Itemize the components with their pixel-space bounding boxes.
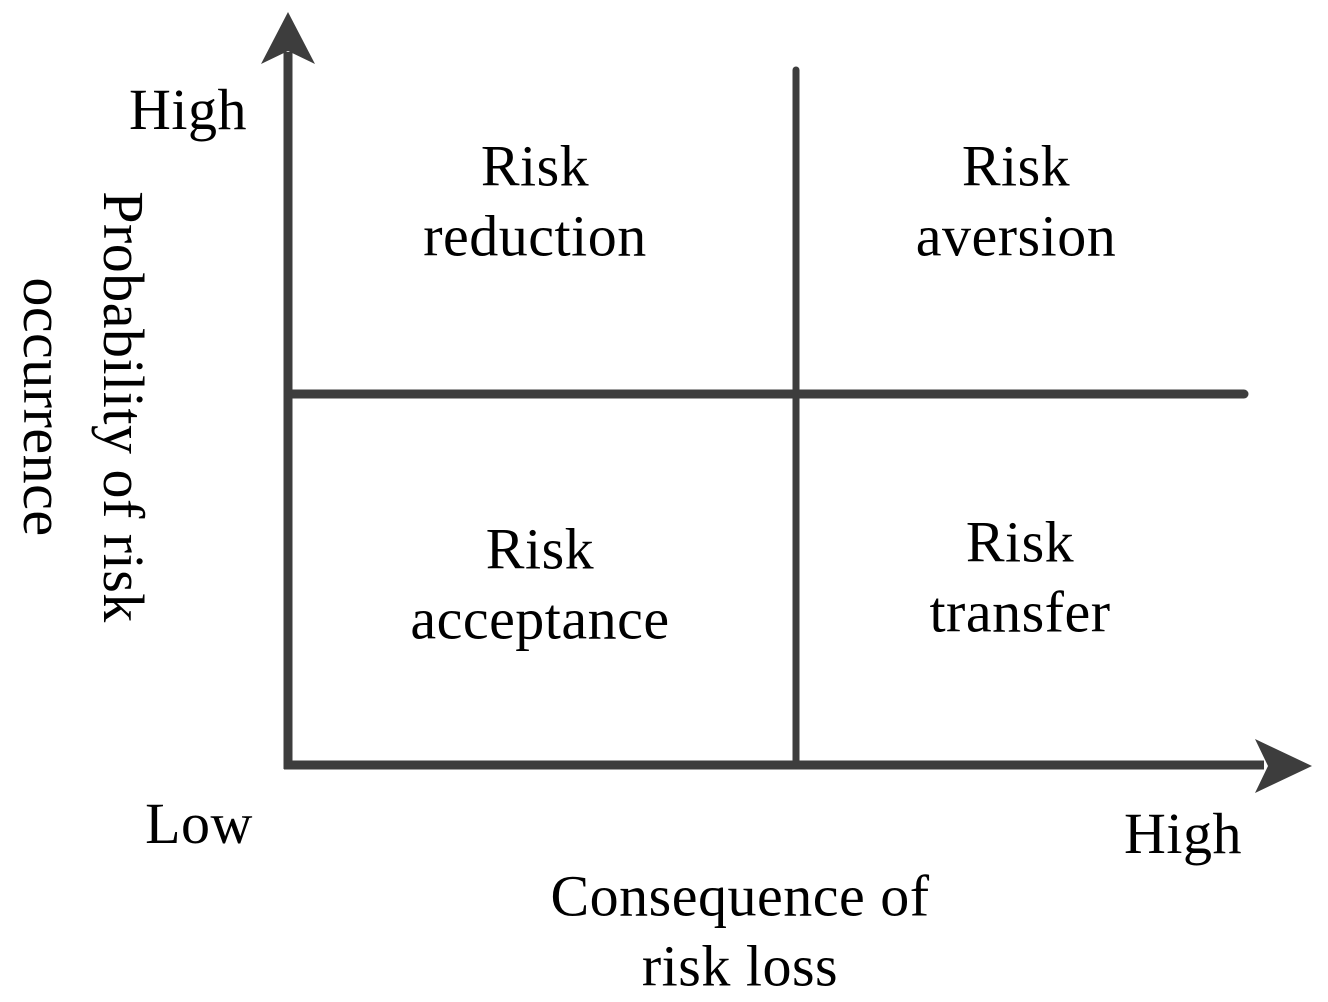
quadrant-label-risk-reduction: Risk reduction [423,131,647,270]
quadrant-bottom-left-line2: acceptance [410,586,670,651]
quadrant-top-right-line1: Risk [961,133,1071,199]
quadrant-bottom-right-line2: transfer [929,579,1111,644]
x-axis-title: Consequence of risk loss [550,861,929,1000]
y-axis-title-line2: occurrence [11,277,76,537]
x-axis-title-line2: risk loss [641,933,839,998]
quadrant-top-right-line2: aversion [915,203,1117,268]
quadrant-bottom-right-line1: Risk [965,509,1075,575]
x-axis-low-label: Low [145,791,253,857]
quadrant-top-left-line1: Risk [480,133,590,199]
quadrant-top-left-line2: reduction [423,203,647,268]
quadrant-label-risk-aversion: Risk aversion [916,131,1117,270]
x-axis-title-line1: Consequence of [550,863,930,929]
quadrant-label-risk-acceptance: Risk acceptance [410,514,669,653]
x-axis-arrowhead-icon [1255,739,1312,793]
y-axis-title: Probability of risk occurrence [3,191,163,623]
y-axis-title-line1: Probability of risk [91,191,157,623]
y-axis-arrowhead-icon [261,12,315,64]
quadrant-label-risk-transfer: Risk transfer [929,507,1110,646]
y-axis-high-label: High [129,77,247,143]
quadrant-bottom-left-line1: Risk [485,516,595,582]
x-axis-high-label: High [1124,801,1242,867]
